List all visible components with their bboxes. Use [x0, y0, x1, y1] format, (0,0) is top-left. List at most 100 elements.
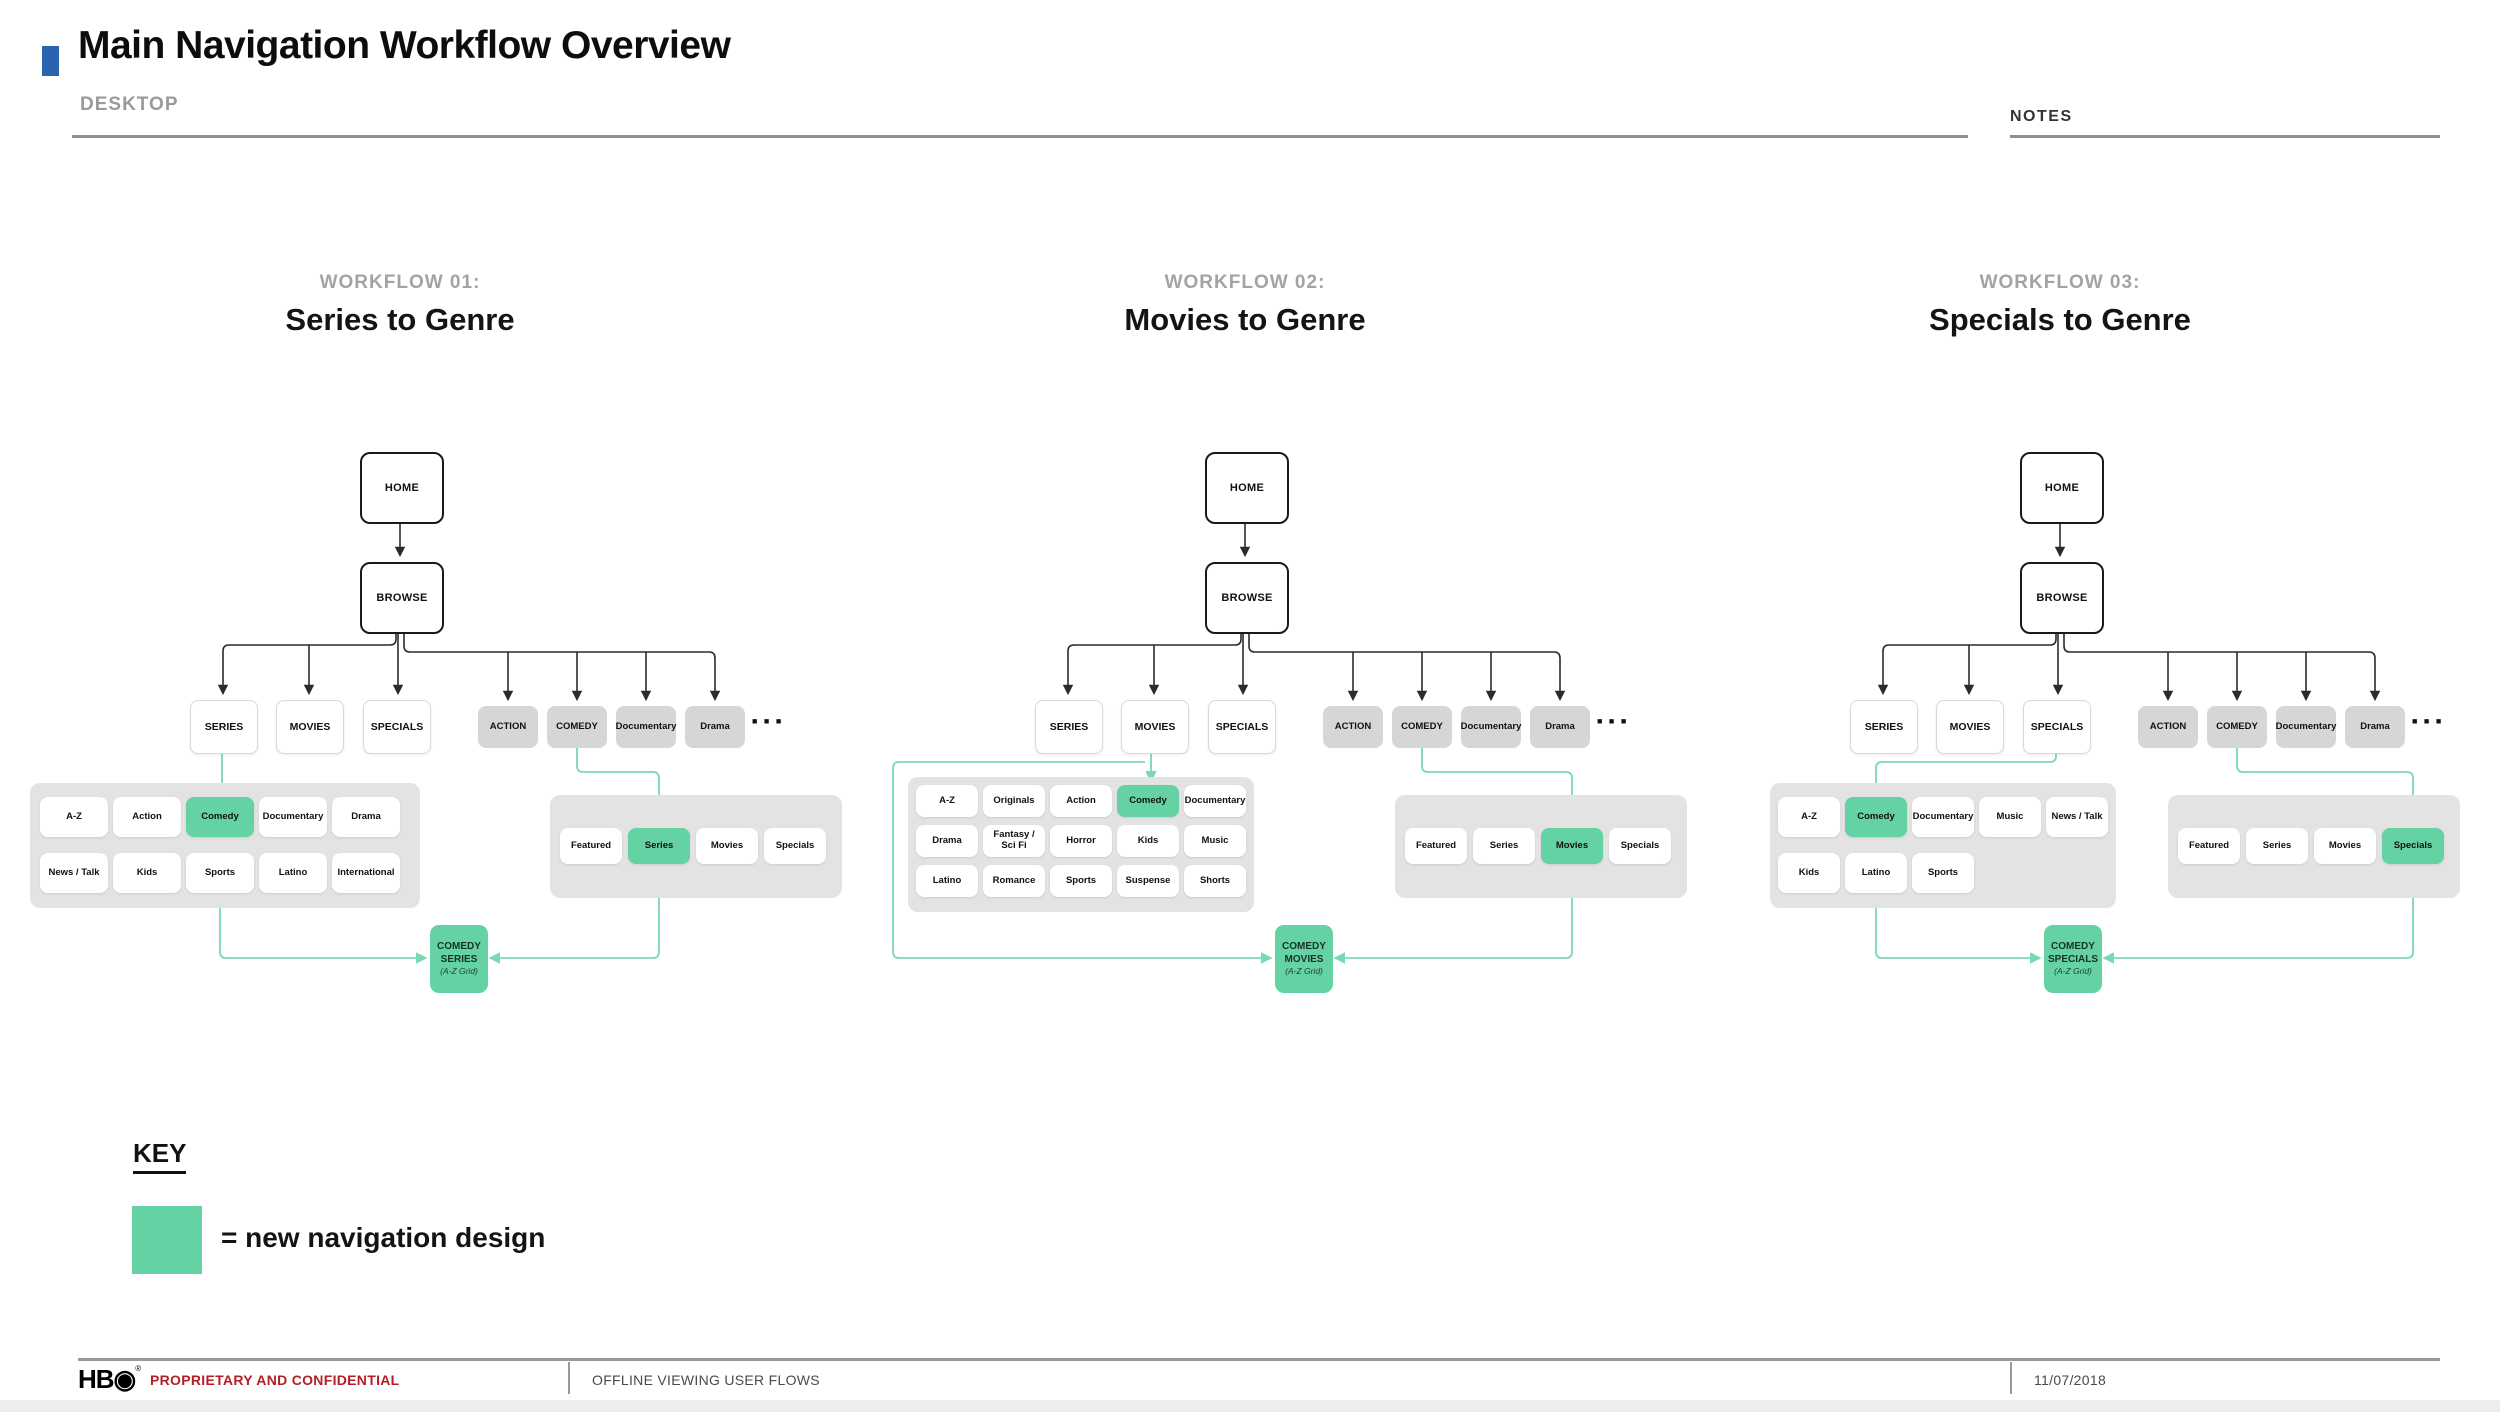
genre-node-drama: Drama	[2345, 706, 2405, 748]
nav-node-specials: SPECIALS	[363, 700, 431, 754]
genre-chip-music: Music	[1184, 825, 1246, 857]
footer-date: 11/07/2018	[2034, 1372, 2107, 1388]
nav-node-series: SERIES	[190, 700, 258, 754]
node-browse: BROWSE	[360, 562, 444, 634]
registered-mark: ®	[135, 1364, 141, 1373]
key-heading: KEY	[133, 1138, 187, 1174]
nav-chip-series: Series	[1473, 828, 1535, 864]
genre-chip-suspense: Suspense	[1117, 865, 1179, 897]
genre-chip-a-z: A-Z	[1778, 797, 1840, 837]
horizontal-scrollbar-track[interactable]	[0, 1400, 2500, 1412]
genre-chip-international: International	[332, 853, 400, 893]
genre-chip-news-talk: News / Talk	[40, 853, 108, 893]
node-home: HOME	[360, 452, 444, 524]
genre-chip-comedy: Comedy	[1117, 785, 1179, 817]
genre-chip-news-talk: News / Talk	[2046, 797, 2108, 837]
genre-chip-fantasy-sci-fi: Fantasy / Sci Fi	[983, 825, 1045, 857]
genre-chip-originals: Originals	[983, 785, 1045, 817]
workflow-label: WORKFLOW 02:	[1164, 272, 1326, 293]
workflow-title: Movies to Genre	[1124, 302, 1366, 337]
nav-chip-movies: Movies	[2314, 828, 2376, 864]
connector-lines	[892, 521, 1573, 964]
genre-chip-documentary: Documentary	[259, 797, 327, 837]
genre-chip-latino: Latino	[1845, 853, 1907, 893]
node-home: HOME	[2020, 452, 2104, 524]
genre-chip-action: Action	[1050, 785, 1112, 817]
page-subtitle: DESKTOP	[80, 94, 179, 115]
genre-chip-sports: Sports	[1050, 865, 1112, 897]
result-line-3: (A-Z Grid)	[1285, 966, 1323, 977]
genre-chip-kids: Kids	[113, 853, 181, 893]
nav-node-movies: MOVIES	[276, 700, 344, 754]
genre-node-documentary: Documentary	[2276, 706, 2336, 748]
ellipsis-icon: ■ ■ ■	[1597, 716, 1629, 726]
notes-label: NOTES	[2010, 108, 2073, 125]
footer-rule	[78, 1358, 2440, 1361]
genre-chip-kids: Kids	[1117, 825, 1179, 857]
nav-chip-specials: Specials	[1609, 828, 1671, 864]
genre-node-action: ACTION	[1323, 706, 1383, 748]
ellipsis-icon: ■ ■ ■	[2412, 716, 2444, 726]
nav-node-series: SERIES	[1035, 700, 1103, 754]
genre-node-action: ACTION	[2138, 706, 2198, 748]
genre-node-comedy: COMEDY	[547, 706, 607, 748]
footer-divider-2	[2010, 1362, 2012, 1394]
genre-chip-action: Action	[113, 797, 181, 837]
nav-chip-series: Series	[628, 828, 690, 864]
genre-chip-sports: Sports	[1912, 853, 1974, 893]
genre-chip-latino: Latino	[916, 865, 978, 897]
key-legend-text: = new navigation design	[221, 1222, 546, 1253]
result-line-3: (A-Z Grid)	[2054, 966, 2092, 977]
nav-chip-featured: Featured	[1405, 828, 1467, 864]
genre-node-comedy: COMEDY	[1392, 706, 1452, 748]
nav-chip-specials: Specials	[2382, 828, 2444, 864]
ellipsis-icon: ■ ■ ■	[752, 716, 784, 726]
genre-chip-horror: Horror	[1050, 825, 1112, 857]
genre-chip-comedy: Comedy	[1845, 797, 1907, 837]
page-title: Main Navigation Workflow Overview	[78, 24, 731, 67]
nav-chip-featured: Featured	[560, 828, 622, 864]
genre-node-action: ACTION	[478, 706, 538, 748]
title-accent-square	[42, 46, 59, 76]
nav-node-specials: SPECIALS	[2023, 700, 2091, 754]
genre-node-documentary: Documentary	[1461, 706, 1521, 748]
result-line-1: COMEDY	[1282, 941, 1326, 953]
nav-chip-movies: Movies	[1541, 828, 1603, 864]
genre-node-documentary: Documentary	[616, 706, 676, 748]
result-line-1: COMEDY	[437, 941, 481, 953]
genre-chip-kids: Kids	[1778, 853, 1840, 893]
genre-chip-sports: Sports	[186, 853, 254, 893]
node-browse: BROWSE	[2020, 562, 2104, 634]
genre-chip-a-z: A-Z	[40, 797, 108, 837]
genre-chip-latino: Latino	[259, 853, 327, 893]
nav-chip-series: Series	[2246, 828, 2308, 864]
genre-node-drama: Drama	[685, 706, 745, 748]
hbo-logo-text: HB◉	[78, 1364, 136, 1394]
result-line-2: MOVIES	[1284, 953, 1324, 965]
result-line-1: COMEDY	[2051, 941, 2095, 953]
nav-chip-movies: Movies	[696, 828, 758, 864]
genre-chip-documentary: Documentary	[1912, 797, 1974, 837]
genre-chip-a-z: A-Z	[916, 785, 978, 817]
footer-divider-1	[568, 1362, 570, 1394]
result-line-2: SPECIALS	[2047, 953, 2098, 965]
genre-chip-comedy: Comedy	[186, 797, 254, 837]
footer-center-text: OFFLINE VIEWING USER FLOWS	[592, 1372, 820, 1388]
node-browse: BROWSE	[1205, 562, 1289, 634]
workflow-title: Series to Genre	[285, 302, 515, 337]
workflow-title: Specials to Genre	[1929, 302, 2191, 337]
node-home: HOME	[1205, 452, 1289, 524]
genre-chip-music: Music	[1979, 797, 2041, 837]
genre-node-drama: Drama	[1530, 706, 1590, 748]
workflow-label: WORKFLOW 01:	[319, 272, 481, 293]
nav-node-series: SERIES	[1850, 700, 1918, 754]
connector-lines	[1870, 521, 2414, 964]
result-line-2: SERIES	[440, 953, 478, 965]
genre-node-comedy: COMEDY	[2207, 706, 2267, 748]
nav-node-specials: SPECIALS	[1208, 700, 1276, 754]
